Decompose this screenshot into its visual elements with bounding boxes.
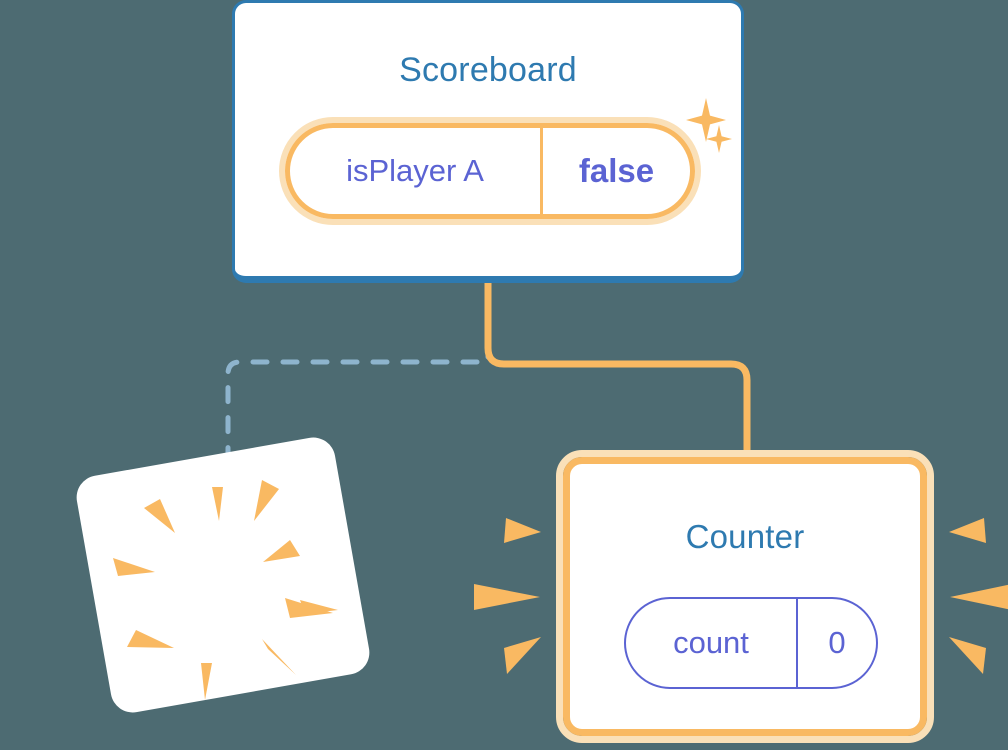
scoreboard-state-pill[interactable]: isPlayer A false [279, 117, 701, 225]
state-key: isPlayer A [290, 128, 543, 214]
counter-state-pill[interactable]: count 0 [624, 597, 878, 689]
counter-card-surface: Counter count 0 [563, 457, 927, 736]
scoreboard-card[interactable]: Scoreboard isPlayer A false [232, 0, 744, 283]
blank-card[interactable] [73, 434, 373, 716]
state-value: false [578, 152, 655, 189]
connector-scoreboard-to-blank-card [225, 280, 491, 473]
state-value: 0 [828, 625, 846, 660]
counter-title: Counter [685, 518, 805, 555]
state-key: count [626, 599, 798, 687]
counter-card[interactable]: Counter count 0 [556, 450, 934, 743]
scoreboard-title: Scoreboard [399, 51, 577, 89]
connector-scoreboard-to-counter [484, 283, 751, 462]
pill-body[interactable]: isPlayer A false [285, 123, 695, 219]
pill-highlight-halo [279, 117, 701, 225]
